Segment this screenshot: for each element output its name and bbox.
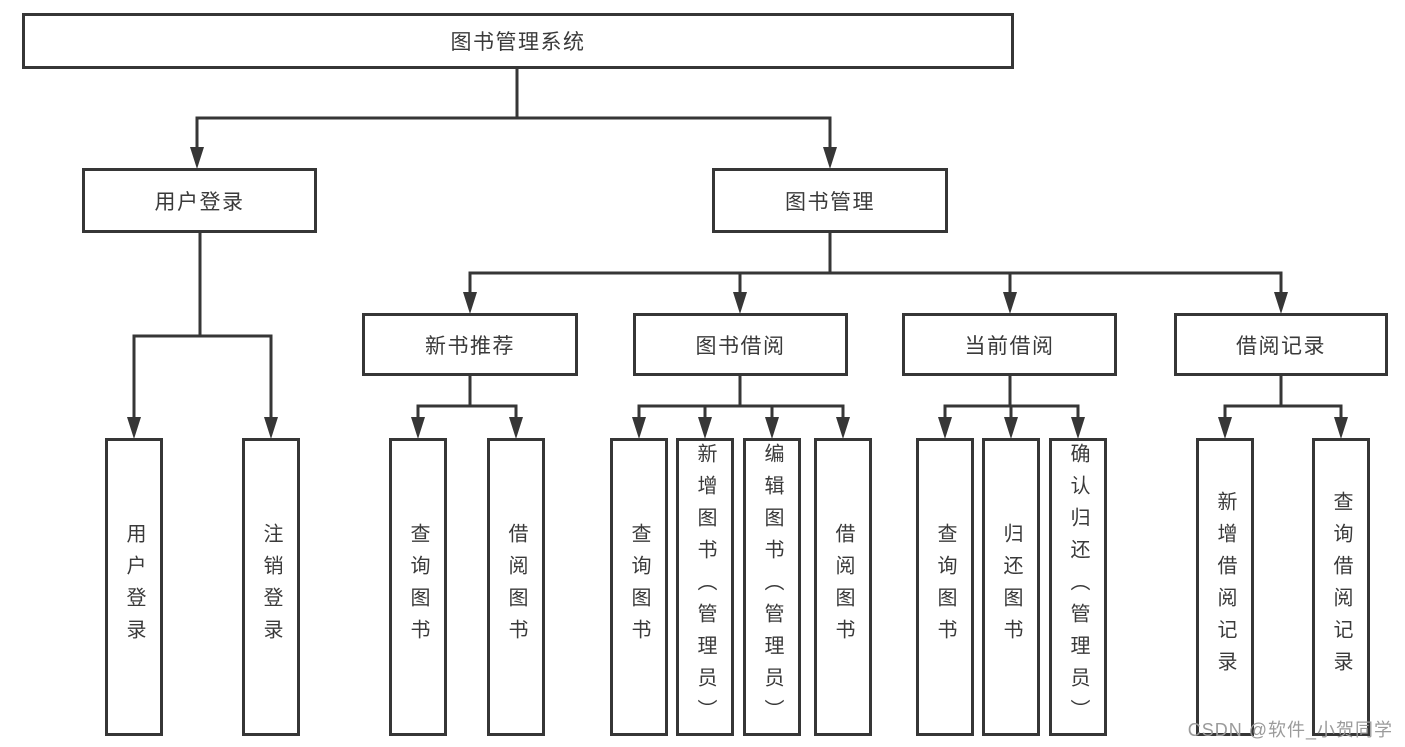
- node-label: 新增借阅记录: [1214, 491, 1236, 683]
- node-label: 新增图书（管理员）: [694, 443, 716, 731]
- node-label: 查询图书: [934, 523, 956, 651]
- node-label: 借阅记录: [1236, 334, 1326, 358]
- node-label: 查询借阅记录: [1330, 491, 1352, 683]
- leaf-user-login: 用户登录: [105, 438, 163, 736]
- leaf-query-books-current: 查询图书: [916, 438, 974, 736]
- node-label: 确认归还（管理员）: [1067, 443, 1089, 731]
- node-label: 注销登录: [260, 523, 282, 651]
- node-label: 用户登录: [123, 523, 145, 651]
- csdn-watermark: CSDN @软件_小贺同学: [1187, 720, 1393, 740]
- node-label: 新书推荐: [425, 334, 515, 358]
- node-label: 图书管理系统: [450, 31, 586, 54]
- node-book-borrow: 图书借阅: [633, 313, 848, 376]
- node-new-book-recommend: 新书推荐: [362, 313, 578, 376]
- leaf-logout: 注销登录: [242, 438, 300, 736]
- leaf-edit-book-admin: 编辑图书（管理员）: [743, 438, 801, 736]
- node-label: 查询图书: [628, 523, 650, 651]
- node-label: 编辑图书（管理员）: [761, 443, 783, 731]
- node-label: 查询图书: [407, 523, 429, 651]
- node-label: 借阅图书: [505, 523, 527, 651]
- node-label: 用户登录: [154, 190, 245, 214]
- leaf-query-books-borrow: 查询图书: [610, 438, 668, 736]
- node-label: 当前借阅: [964, 334, 1055, 358]
- node-label: 归还图书: [1000, 523, 1022, 651]
- node-root-system: 图书管理系统: [22, 13, 1014, 69]
- leaf-return-book: 归还图书: [982, 438, 1040, 736]
- node-borrow-records: 借阅记录: [1174, 313, 1388, 376]
- node-book-management: 图书管理: [712, 168, 948, 233]
- leaf-confirm-return-admin: 确认归还（管理员）: [1049, 438, 1107, 736]
- node-label: 借阅图书: [832, 523, 854, 651]
- node-label: 图书借阅: [695, 334, 786, 358]
- node-user-login: 用户登录: [82, 168, 317, 233]
- node-label: 图书管理: [785, 190, 875, 214]
- leaf-query-borrow-record: 查询借阅记录: [1312, 438, 1370, 736]
- leaf-query-books-recommend: 查询图书: [389, 438, 447, 736]
- leaf-borrow-books: 借阅图书: [814, 438, 872, 736]
- leaf-add-book-admin: 新增图书（管理员）: [676, 438, 734, 736]
- node-current-borrow: 当前借阅: [902, 313, 1117, 376]
- leaf-add-borrow-record: 新增借阅记录: [1196, 438, 1254, 736]
- leaf-borrow-books-recommend: 借阅图书: [487, 438, 545, 736]
